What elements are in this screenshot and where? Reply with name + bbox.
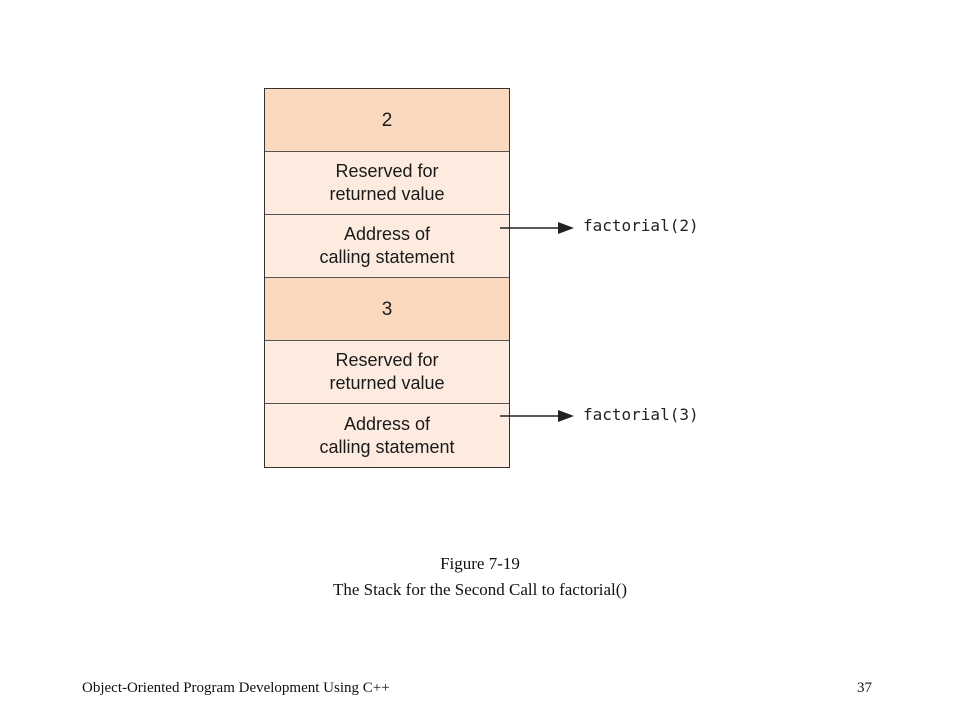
figure-number: Figure 7-19 bbox=[440, 554, 520, 573]
call-label-factorial-3: factorial(3) bbox=[583, 405, 699, 424]
call-stack: 2 Reserved for returned value Address of… bbox=[264, 88, 510, 468]
figure-caption: The Stack for the Second Call to factori… bbox=[332, 580, 628, 599]
page-number: 37 bbox=[857, 680, 872, 696]
stack-cell-return-address: Address of calling statement bbox=[265, 404, 509, 467]
arrow-icon bbox=[500, 218, 576, 238]
stack-cell-argument: 3 bbox=[265, 278, 509, 341]
stack-cell-argument: 2 bbox=[265, 89, 509, 152]
call-label-factorial-2: factorial(2) bbox=[583, 216, 699, 235]
footer-course-title: Object-Oriented Program Development Usin… bbox=[82, 680, 390, 696]
stack-cell-return-address: Address of calling statement bbox=[265, 215, 509, 278]
arrow-icon bbox=[500, 406, 576, 426]
stack-cell-return-value: Reserved for returned value bbox=[265, 152, 509, 215]
stack-cell-return-value: Reserved for returned value bbox=[265, 341, 509, 404]
